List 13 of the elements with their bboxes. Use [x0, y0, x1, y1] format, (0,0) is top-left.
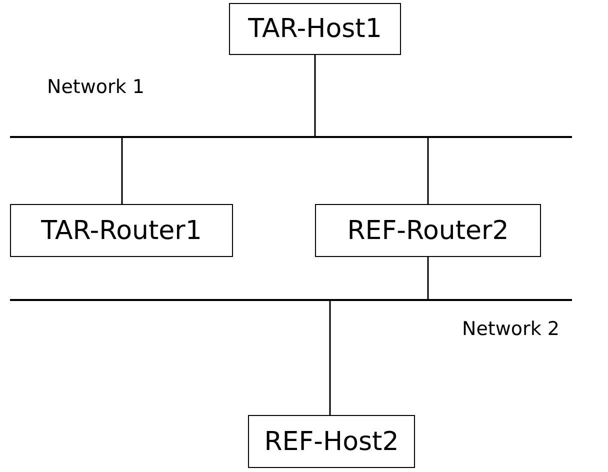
- connector-line: [427, 138, 429, 204]
- connector-line: [314, 55, 316, 136]
- device-box: REF-Host2: [248, 415, 415, 468]
- device-box: TAR-Host1: [229, 3, 401, 55]
- connector-line: [121, 138, 123, 204]
- device-box: REF-Router2: [315, 204, 541, 257]
- device-box: TAR-Router1: [10, 204, 233, 257]
- connector-line: [427, 257, 429, 299]
- network-label: Network 2: [462, 318, 560, 340]
- network-line: [10, 136, 572, 138]
- connector-line: [329, 301, 331, 415]
- network-label: Network 1: [47, 76, 144, 98]
- network-line: [10, 299, 572, 301]
